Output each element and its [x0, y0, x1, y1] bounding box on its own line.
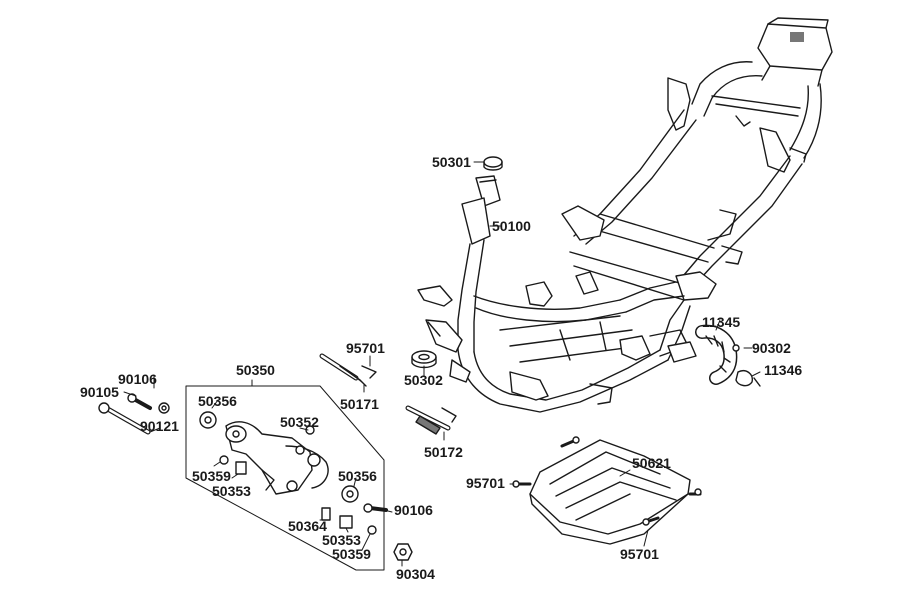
label-50359-bottom: 50359 [332, 546, 371, 562]
label-50353-bottom: 50353 [322, 532, 361, 548]
label-50356-bottom: 50356 [338, 468, 377, 484]
assembly-50350-parts [199, 411, 413, 561]
label-50171: 50171 [340, 396, 379, 412]
label-50359-top: 50359 [192, 468, 231, 484]
label-50350: 50350 [236, 362, 275, 378]
part-11345-hose [695, 324, 761, 387]
part-50301-cap [483, 156, 503, 171]
label-50352: 50352 [280, 414, 319, 430]
label-95701-left: 95701 [466, 475, 505, 491]
label-95701-top: 95701 [346, 340, 385, 356]
label-11345: 11345 [702, 314, 741, 330]
leader-lines [123, 161, 761, 567]
label-50100: 50100 [492, 218, 531, 234]
label-50301: 50301 [432, 154, 471, 170]
part-50171-cable [319, 353, 377, 387]
label-90302: 90302 [752, 340, 791, 356]
label-90105: 90105 [80, 384, 119, 400]
label-50172: 50172 [424, 444, 463, 460]
label-90106-bottom: 90106 [394, 502, 433, 518]
label-90304: 90304 [396, 566, 435, 582]
part-50172-cable [405, 405, 457, 435]
assembly-50350-outline [185, 385, 385, 571]
label-90106-top: 90106 [118, 371, 157, 387]
label-11346: 11346 [764, 362, 803, 378]
label-50302: 50302 [404, 372, 443, 388]
label-95701-bottom: 95701 [620, 546, 659, 562]
part-50621-undercover [512, 436, 702, 545]
label-50353-top: 50353 [212, 483, 251, 499]
main-frame-drawing [417, 17, 833, 413]
label-50364: 50364 [288, 518, 327, 534]
part-50302-bushing [411, 350, 437, 369]
label-50356-top: 50356 [198, 393, 237, 409]
label-50621: 50621 [632, 455, 671, 471]
label-90121: 90121 [140, 418, 179, 434]
bolts-90105-90106-90121 [98, 393, 170, 435]
